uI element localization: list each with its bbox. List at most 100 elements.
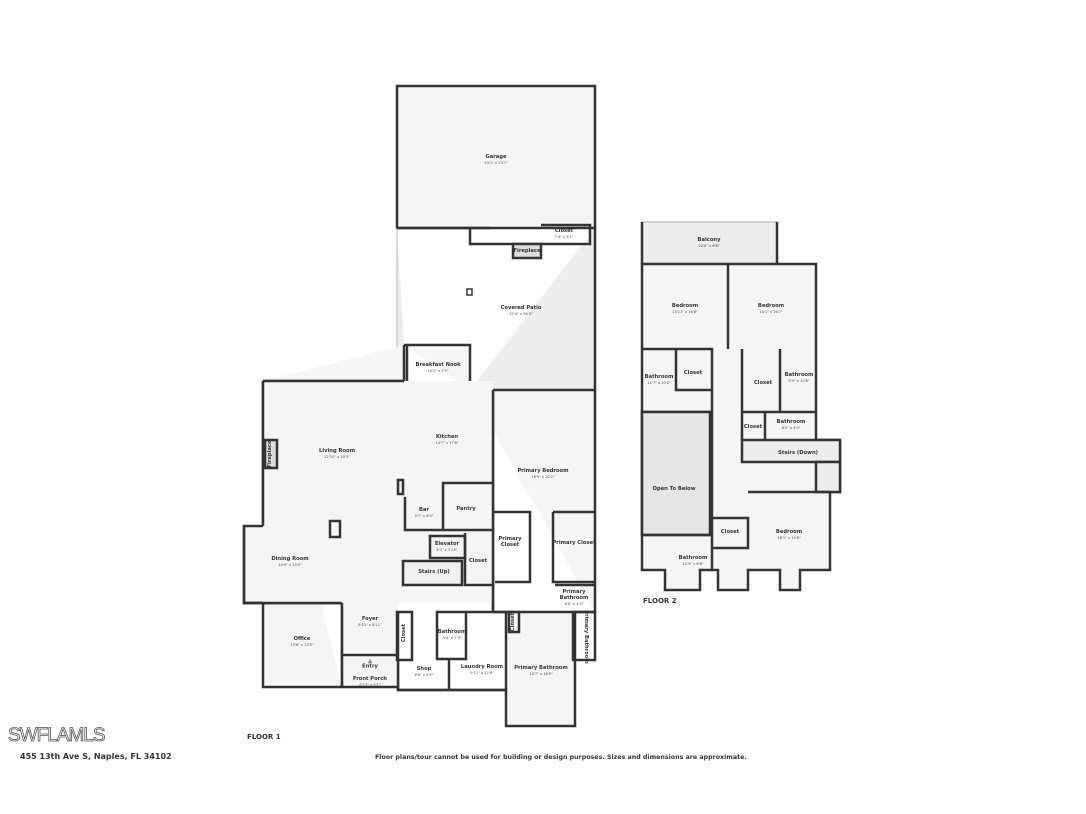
room-name: Front Porch <box>352 675 388 682</box>
room-closet-4: Closet <box>720 529 740 536</box>
room-name: Primary Bathroom <box>559 588 589 601</box>
room-name: Dining Room <box>271 555 309 562</box>
room-dims: 10'7" x 18'5" <box>529 671 553 676</box>
room-name: Open To Below <box>652 486 696 493</box>
room-closet-primary-bath: Closet <box>510 612 517 632</box>
room-fireplace-living: Fireplace <box>267 440 274 468</box>
property-address: 455 13th Ave S, Naples, FL 34102 <box>20 752 172 761</box>
room-name: Fireplace <box>513 248 541 255</box>
room-dims: 10'9" x 13'0" <box>278 562 302 567</box>
room-name: Bathroom <box>437 628 467 635</box>
room-name: Bathroom <box>644 373 674 380</box>
room-dims: 12'5" x 8'8" <box>682 561 704 566</box>
mls-watermark-logo: SWFLAMLS <box>8 725 106 747</box>
room-name: Office <box>293 635 311 642</box>
room-primary-bathroom-side: Primary Bathroom <box>582 610 589 664</box>
room-fireplace-patio: Fireplace <box>513 248 541 255</box>
room-name: Elevator <box>434 540 460 547</box>
room-closet-1: Closet <box>683 370 703 377</box>
room-name: Bedroom <box>757 302 785 309</box>
room-entry: ▲Entry <box>362 658 378 671</box>
room-pantry: Pantry <box>456 506 476 513</box>
room-primary-closet-1: Primary Closet <box>495 536 525 549</box>
room-open-to-below: Open To Below <box>652 486 696 493</box>
room-name: Closet <box>401 623 408 643</box>
room-name: Living Room <box>319 447 355 454</box>
room-dims: 6'6" x 4'4" <box>564 601 584 606</box>
room-name: Bathroom <box>776 418 806 425</box>
floor1-label: FLOOR 1 <box>247 733 281 741</box>
room-name: Shop <box>416 665 432 672</box>
room-dims: 8'11" x 5'1" <box>359 682 381 687</box>
room-name: Covered Patio <box>500 304 542 311</box>
room-name: Kitchen <box>435 433 459 440</box>
room-dims: 9'11" x 12'6" <box>470 670 494 675</box>
floor2-label: FLOOR 2 <box>643 597 677 605</box>
room-name: Garage <box>485 153 507 160</box>
room-dims: 11'7" x 10'0" <box>647 380 671 385</box>
room-name: Closet <box>683 370 703 377</box>
room-dims: 5'7" x 6'0" <box>414 513 434 518</box>
room-name: Stairs (Down) <box>777 450 819 457</box>
room-name: Bedroom <box>671 302 699 309</box>
room-dims: 14'1" x 16'7" <box>759 309 783 314</box>
room-dims: 4'4" x 7'3" <box>442 635 462 640</box>
entry-arrow-icon: ▲ <box>367 657 373 665</box>
room-name: Bathroom <box>784 371 814 378</box>
room-name: Closet <box>753 380 773 387</box>
room-dims: 8'6" x 6'5" <box>414 672 434 677</box>
room-dims: 13'6" x 13'5" <box>290 642 314 647</box>
room-name: Closet <box>510 612 517 632</box>
room-closet-foyer: Closet <box>401 623 408 643</box>
room-name: Primary Bathroom <box>582 610 589 664</box>
room-dims: 16'5" x 20'2" <box>531 474 555 479</box>
floor1-walls <box>242 84 597 728</box>
room-name: Closet <box>554 227 574 234</box>
room-closet-stairs: Closet <box>469 558 487 565</box>
room-dims: 8'11" x 8'11" <box>358 622 382 627</box>
room-name: Pantry <box>456 506 476 513</box>
room-closet-3: Closet <box>744 424 762 431</box>
room-name: Closet <box>720 529 740 536</box>
room-primary-closet-2: Primary Closet <box>552 540 595 547</box>
room-dims: 8'2" x 4'0" <box>781 425 801 430</box>
room-dims: 5'9" x 10'6" <box>788 378 810 383</box>
room-dims: 13'11" x 16'6" <box>672 309 698 314</box>
room-dims: 16'1" x 15'8" <box>777 535 801 540</box>
room-name: Stairs (Up) <box>418 569 450 576</box>
room-stairs-up: Stairs (Up) <box>418 569 450 576</box>
room-name: Breakfast Nook <box>415 361 461 368</box>
room-name: Primary Bathroom <box>514 664 568 671</box>
room-name: Fireplace <box>267 440 274 468</box>
room-dims: 33'1" x 23'7" <box>484 160 508 165</box>
room-stairs-down: Stairs (Down) <box>777 450 819 457</box>
room-dims: 10'2" x 7'7" <box>427 368 449 373</box>
room-name: Primary Closet <box>498 536 522 548</box>
room-dims: 32'4" x 26'5" <box>509 311 533 316</box>
room-dims: 5'2" x 2'10" <box>436 547 458 552</box>
room-dims: 22'0" x 6'6" <box>698 243 720 248</box>
